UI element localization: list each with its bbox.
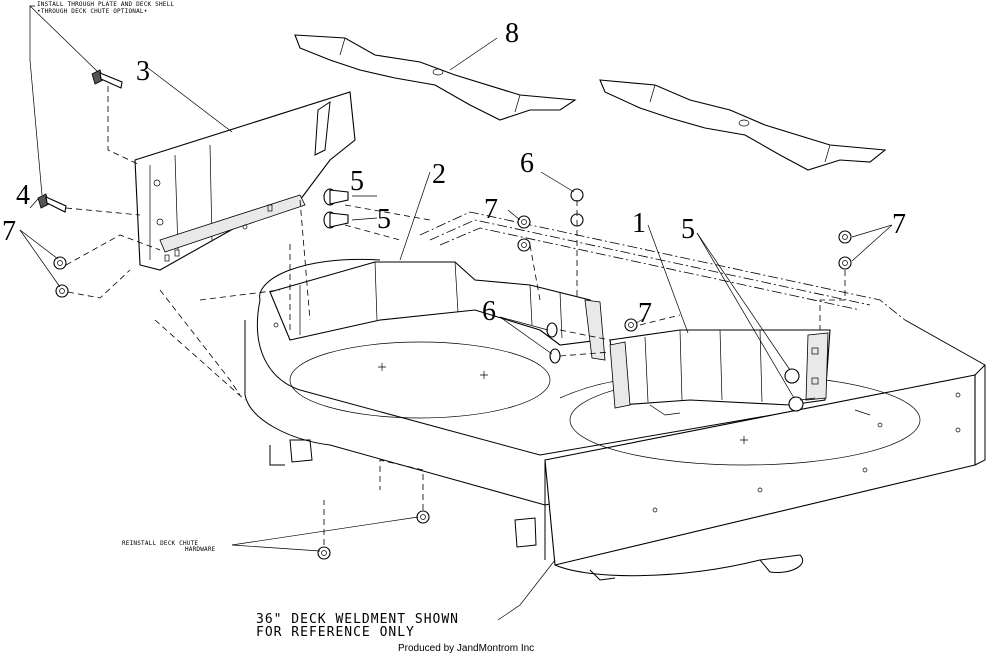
reinstall-note-hardware: HARDWARE xyxy=(185,546,216,553)
callout-3: 3 xyxy=(136,56,150,87)
nut-part-7 xyxy=(53,215,852,560)
baffle-part-1 xyxy=(609,329,831,416)
blade-part-8-left xyxy=(294,34,577,121)
callout-7: 7 xyxy=(484,194,498,225)
deck-weldment xyxy=(244,211,986,581)
reinstall-note: REINSTALL DECK CHUTE xyxy=(122,540,198,547)
install-note: INSTALL THROUGH PLATE AND DECK SHELL xyxy=(37,1,174,8)
callout-numbers: 1 2 3 4 5 5 5 6 6 7 7 7 7 8 xyxy=(2,18,906,329)
callout-6: 6 xyxy=(482,296,496,327)
callout-8: 8 xyxy=(505,18,519,49)
carriage-bolt-part-5 xyxy=(323,188,816,412)
callout-7: 7 xyxy=(638,298,652,329)
chute-plate-part-3 xyxy=(134,91,356,271)
deck-reference-note-2: FOR REFERENCE ONLY xyxy=(256,625,415,640)
callout-5: 5 xyxy=(377,204,391,235)
callout-1: 1 xyxy=(632,208,646,239)
blade-part-8-right xyxy=(599,79,887,171)
bolt-part-4 xyxy=(37,193,67,213)
assembly-lines xyxy=(65,86,846,545)
baffle-part-2 xyxy=(269,261,606,361)
callout-5: 5 xyxy=(681,214,695,245)
notes: INSTALL THROUGH PLATE AND DECK SHELL •TH… xyxy=(37,1,534,653)
deck-reference-note: 36" DECK WELDMENT SHOWN xyxy=(256,612,459,627)
callout-6: 6 xyxy=(520,148,534,179)
callout-7: 7 xyxy=(2,216,16,247)
install-note-optional: •THROUGH DECK CHUTE OPTIONAL• xyxy=(37,8,148,15)
callout-7: 7 xyxy=(892,209,906,240)
callout-5: 5 xyxy=(350,166,364,197)
callout-2: 2 xyxy=(432,159,446,190)
leader-lines xyxy=(19,5,893,621)
bolt-part-4-top xyxy=(91,69,123,89)
footer-credit: Produced by JandMontrom Inc xyxy=(398,643,534,653)
callout-4: 4 xyxy=(16,180,30,211)
